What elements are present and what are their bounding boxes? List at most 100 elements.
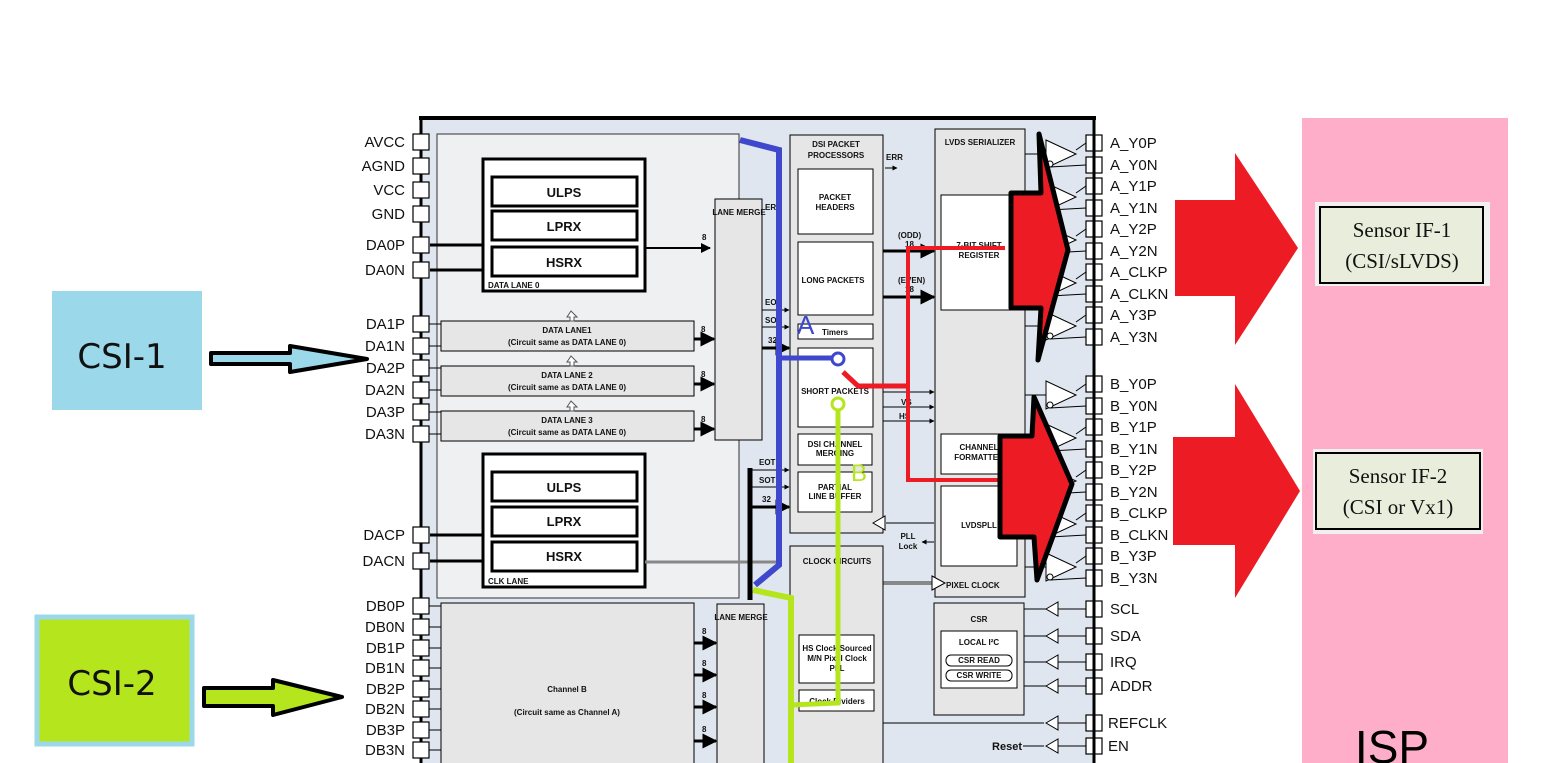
pll-lock-l1: PLL [900, 532, 915, 541]
pin-db3p [412, 721, 430, 739]
short-packets: SHORT PACKETS [801, 387, 870, 396]
pin-dacn [412, 552, 430, 570]
bus-width-label: 8 [702, 233, 707, 242]
red-path-main [906, 246, 1005, 482]
pin-label: DB2N [365, 701, 405, 718]
pixel-clock-label: PIXEL CLOCK [946, 581, 1000, 590]
red-arrow-to-if1 [1175, 153, 1298, 345]
bus-width-label: 8 [702, 627, 707, 636]
pin-label: DB3P [366, 722, 405, 739]
sensor-if2-line1: Sensor IF-2 [1349, 464, 1448, 488]
pin-label: A_Y2N [1110, 243, 1158, 260]
data-lane-2: DATA LANE 2(Circuit same as DATA LANE 0)… [440, 355, 716, 397]
path-a-label: A [797, 310, 815, 340]
pin-label: DB2P [366, 681, 405, 698]
pin-label: DA2P [366, 360, 405, 377]
channel-b-sub: (Circuit same as Channel A) [514, 708, 620, 717]
bus-width-label: 8 [701, 415, 706, 424]
pin-label: B_Y0N [1110, 398, 1158, 415]
path-b-label: B [851, 460, 867, 487]
pin-label: VCC [373, 182, 405, 199]
reset-label: Reset [992, 741, 1022, 753]
pin-db0p [412, 597, 430, 615]
pin-db3n [412, 741, 430, 759]
path-a-node [830, 351, 846, 367]
pin-label: A_Y0N [1110, 157, 1158, 174]
dsi-title1: DSI PACKET [812, 140, 860, 149]
bus-width-label: 8 [702, 691, 707, 700]
clk-lprx: LPRX [547, 514, 582, 529]
csi2-block [34, 614, 195, 747]
pin-vcc [412, 181, 430, 199]
packet-headers-l2: HEADERS [815, 203, 855, 212]
data-lane-1: DATA LANE1(Circuit same as DATA LANE 0)8 [440, 310, 716, 352]
pin-label: B_Y2P [1110, 462, 1157, 479]
timers: Timers [822, 328, 849, 337]
partial-l2: LINE BUFFER [809, 492, 862, 501]
up-arrow-icon [566, 355, 579, 367]
pin-label: A_Y1N [1110, 200, 1158, 217]
pin-da2p [412, 359, 430, 377]
pin-label: IRQ [1110, 654, 1137, 671]
pin-label: DB0N [365, 619, 405, 636]
red-path-short [841, 370, 908, 389]
pin-label: A_CLKP [1110, 264, 1168, 281]
lane0-title: DATA LANE 0 [488, 281, 540, 290]
pin-label: B_Y2N [1110, 484, 1158, 501]
isp-label: ISP [1355, 721, 1429, 763]
pin-label: B_CLKP [1110, 505, 1168, 522]
red-arrow-out-a [1008, 131, 1071, 363]
clk-ulps: ULPS [547, 480, 582, 495]
csi1-label: CSI-1 [77, 337, 166, 377]
pin-label: ADDR [1110, 678, 1153, 695]
lane0-hsrx: HSRX [546, 255, 582, 270]
formatter-l1: CHANNEL [959, 443, 998, 452]
pin-label: AGND [362, 158, 406, 175]
lane-merge-b [716, 603, 765, 763]
w32-label-b: 32 [762, 495, 771, 504]
sensor-if1-line2: (CSI/sLVDS) [1345, 249, 1459, 273]
sensor-if2-line2: (CSI or Vx1) [1343, 495, 1453, 519]
dsi-merging-l2: MERGING [816, 449, 854, 458]
eot-label-b: EOT [759, 458, 776, 467]
pin-db1p [412, 639, 430, 657]
pin-label: B_Y3N [1110, 570, 1158, 587]
lane-merge-a [714, 198, 763, 441]
lvds-pll: LVDSPLL [961, 521, 997, 530]
path-b-node [830, 396, 846, 412]
red-arrow-to-if2 [1173, 384, 1300, 598]
local-i2c: LOCAL I²C [959, 638, 1000, 647]
pin-label: DA3P [366, 404, 405, 421]
pin-label: B_Y3P [1110, 548, 1157, 565]
bus-width-label: 8 [702, 725, 707, 734]
pin-label: DA3N [365, 426, 405, 443]
sensor-if1-line1: Sensor IF-1 [1353, 218, 1452, 242]
lvds-title: LVDS SERIALIZER [945, 138, 1016, 147]
pin-label: DACP [363, 527, 405, 544]
hs-label: HS [899, 412, 911, 421]
pin-label: SDA [1110, 628, 1141, 645]
pll-lock-l2: Lock [899, 542, 918, 551]
pin-label: A_Y2P [1110, 221, 1157, 238]
pin-label: A_Y1P [1110, 178, 1157, 195]
dsi-merging-l1: DSI CHANNEL [808, 440, 863, 449]
pin-da3n [412, 425, 430, 443]
bus-width-label: 8 [701, 370, 706, 379]
odd-label: (ODD) [898, 231, 921, 240]
pin-label: SCL [1110, 601, 1139, 618]
red-arrow-out-b [997, 394, 1075, 583]
partial-l1: PARTIAL [818, 483, 852, 492]
pin-da1p [412, 315, 430, 333]
pin-label: DB1N [365, 660, 405, 677]
pin-label: DB3N [365, 742, 405, 759]
lvds-serializer: LVDS SERIALIZER 7-BIT SHIFT REGISTER CHA… [934, 128, 1026, 598]
csi2-arrow [202, 678, 344, 717]
csi1-block [52, 291, 202, 410]
err-label: ERR [765, 203, 782, 212]
csi2-label: CSI-2 [67, 664, 156, 704]
even-label: (EVEN) [898, 276, 925, 285]
bus-width-label: 8 [701, 325, 706, 334]
lane0-ulps: ULPS [547, 185, 582, 200]
pin-label: GND [372, 206, 406, 223]
w32-label: 32 [768, 336, 777, 345]
